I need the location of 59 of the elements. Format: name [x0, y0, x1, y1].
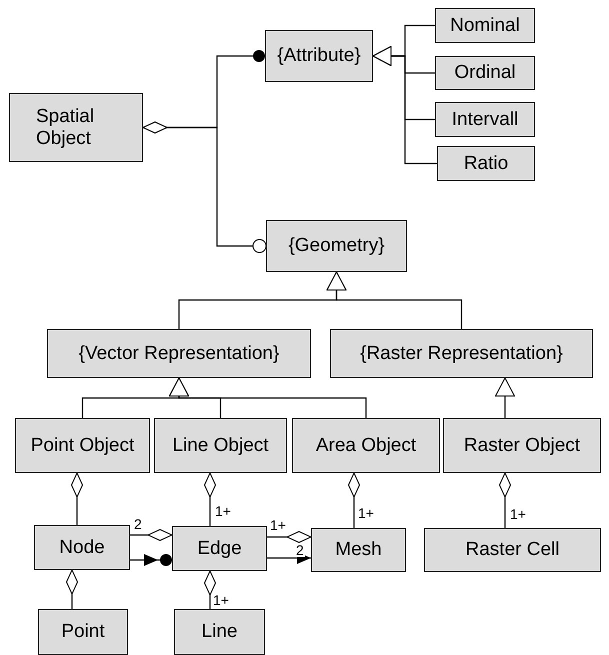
class-name: {Raster Representation} — [360, 342, 563, 364]
class-box — [154, 418, 287, 473]
connector-line — [495, 378, 515, 418]
class-box — [174, 609, 265, 655]
class-box — [15, 418, 150, 473]
class-name: Nominal — [450, 14, 520, 36]
class-name: Line — [202, 621, 238, 643]
multiplicity-label: 1+ — [357, 506, 375, 520]
connector-line — [169, 378, 367, 418]
class-name: Line Object — [172, 434, 269, 456]
connector-line — [348, 472, 360, 528]
class-name: Point Object — [30, 434, 134, 456]
class-name: {Vector Representation} — [78, 342, 280, 364]
class-name: Area Object — [316, 434, 416, 456]
class-box — [424, 528, 601, 572]
multiplicity-label: 1+ — [212, 593, 230, 607]
class-box — [265, 30, 373, 82]
class-name: Point — [61, 621, 105, 643]
connector-line — [204, 472, 216, 526]
connector-line — [372, 46, 437, 164]
class-name: Intervall — [452, 108, 518, 130]
class-box — [47, 329, 311, 378]
connector-line — [130, 529, 172, 541]
class-box — [9, 93, 143, 162]
class-box — [172, 526, 267, 571]
class-name: {Attribute} — [277, 45, 361, 67]
connector-line — [204, 570, 216, 609]
class-name: Spatial Object — [36, 106, 96, 150]
connector-line — [66, 570, 78, 609]
connector-line — [130, 554, 172, 566]
class-name: Raster Object — [464, 434, 580, 456]
multiplicity-label: 1+ — [269, 518, 287, 532]
class-box — [292, 418, 440, 473]
class-name: {Geometry} — [288, 235, 385, 257]
class-box — [437, 146, 535, 181]
class-name: Edge — [197, 538, 242, 560]
connector-line — [499, 472, 511, 528]
connector-line — [142, 122, 266, 253]
class-name: Ratio — [464, 152, 508, 174]
class-box — [435, 8, 535, 43]
multiplicity-label: 1+ — [509, 507, 527, 521]
class-box — [311, 528, 406, 572]
class-name: Node — [59, 536, 105, 558]
multiplicity-label: 2 — [295, 543, 305, 557]
class-name: Raster Cell — [466, 539, 560, 561]
class-box — [435, 56, 535, 90]
class-box — [38, 609, 128, 655]
class-box — [435, 102, 535, 137]
multiplicity-label: 2 — [133, 517, 143, 531]
connector-line — [267, 531, 312, 543]
class-box — [34, 525, 130, 570]
connector-line — [71, 472, 83, 525]
class-name: Ordinal — [454, 62, 516, 84]
class-box — [330, 329, 593, 378]
connector-line — [326, 272, 462, 329]
class-box — [443, 418, 601, 473]
multiplicity-label: 1+ — [214, 504, 232, 518]
class-box — [266, 220, 407, 272]
class-name: Mesh — [335, 539, 382, 561]
